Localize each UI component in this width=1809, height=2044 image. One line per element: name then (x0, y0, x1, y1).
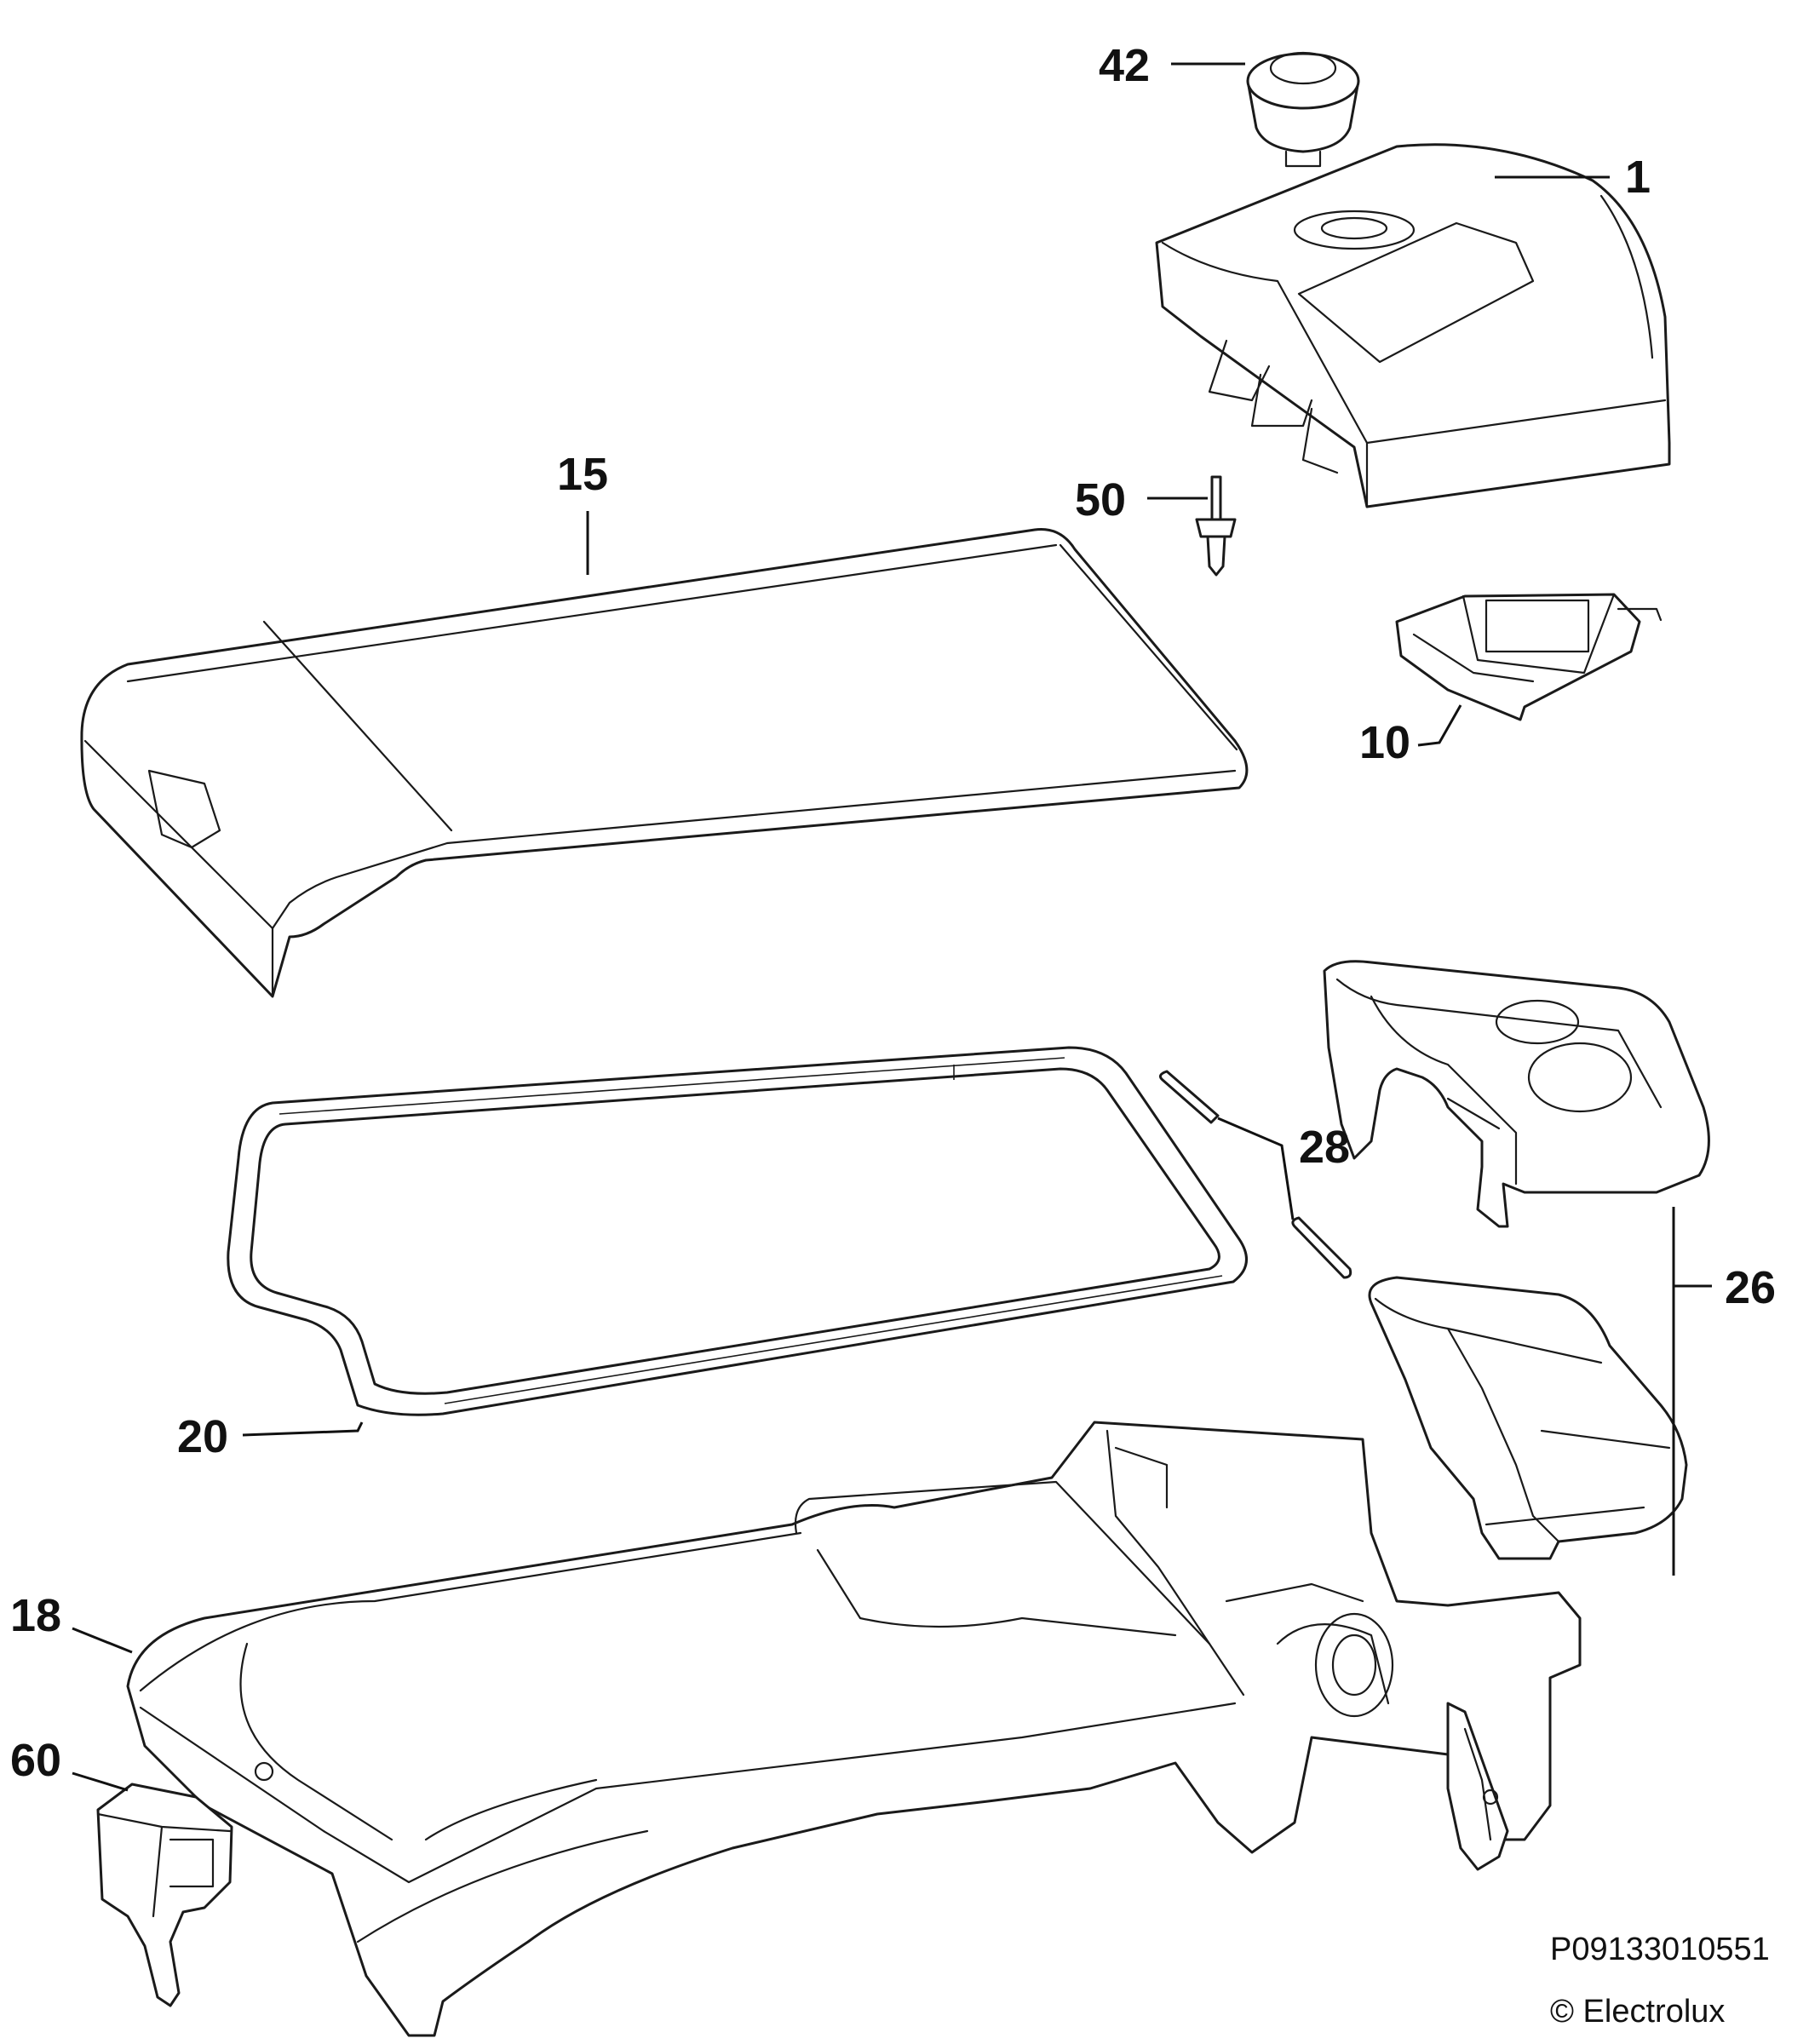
part-10-switch-module (1395, 593, 1663, 721)
leader-10 (1417, 704, 1462, 747)
part-26-lower-bracket (1368, 1276, 1688, 1560)
diagram-code: P09133010551 (1550, 1932, 1770, 1967)
leader-18 (72, 1627, 133, 1654)
part-20-door-seal (227, 1046, 1248, 1416)
callout-15: 15 (557, 449, 608, 500)
part-42-knob (1246, 51, 1360, 168)
callout-26: 26 (1725, 1262, 1776, 1313)
leader-60 (72, 1771, 129, 1792)
part-60-latch (96, 1783, 233, 2007)
callout-20: 20 (177, 1411, 228, 1462)
part-28-pins (1158, 1070, 1352, 1279)
callout-1: 1 (1625, 152, 1651, 203)
leader-28 (1217, 1117, 1295, 1220)
callout-42: 42 (1099, 40, 1150, 91)
copyright-notice: © Electrolux (1550, 1994, 1725, 2030)
callout-labels: 42 1 15 50 10 28 26 20 18 60 (10, 40, 1776, 1786)
callout-60: 60 (10, 1735, 61, 1786)
part-26-upper-bracket (1323, 960, 1710, 1228)
callout-18: 18 (10, 1590, 61, 1641)
callout-10: 10 (1359, 717, 1410, 768)
callout-28: 28 (1299, 1122, 1350, 1173)
leader-26 (1672, 1207, 1712, 1576)
part-15-lid (80, 527, 1249, 998)
leader-lines (72, 62, 1712, 1792)
part-1-control-panel-cover (1155, 143, 1671, 508)
part-50-pin (1195, 475, 1237, 577)
callout-50: 50 (1075, 474, 1126, 525)
leader-20 (242, 1421, 364, 1437)
part-18-door-frame (126, 1421, 1582, 2037)
